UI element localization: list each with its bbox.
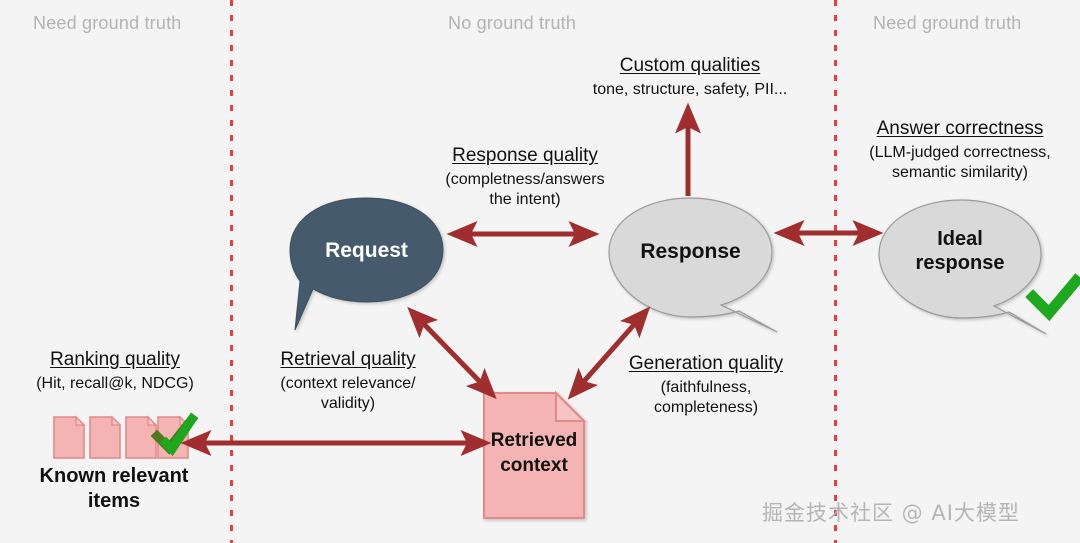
metric-response-quality-title: Response quality xyxy=(452,145,598,166)
metric-custom-qualities-title: Custom qualities xyxy=(619,55,761,76)
metric-answer-correctness-title: Answer correctness xyxy=(876,118,1044,139)
zone-header-center: No ground truth xyxy=(448,13,577,33)
metric-generation-quality-title: Generation quality xyxy=(628,353,784,374)
zone-header-left: Need ground truth xyxy=(33,13,182,33)
metric-custom-qualities-subtitle: tone, structure, safety, PII... xyxy=(592,81,788,99)
known-relevant-items-caption-line2: items xyxy=(87,490,141,512)
metric-retrieval-quality-subtitle-2: validity) xyxy=(320,394,376,412)
known-relevant-check-icon xyxy=(150,412,199,457)
metric-custom-qualities: Custom qualities tone, structure, safety… xyxy=(560,54,820,100)
metric-retrieval-quality-subtitle-1: (context relevance/ xyxy=(280,375,416,393)
node-ideal-response[interactable] xyxy=(878,199,1047,335)
metric-generation-quality-subtitle-2: completeness) xyxy=(653,398,759,416)
metric-ranking-quality: Ranking quality (Hit, recall@k, NDCG) xyxy=(5,348,225,394)
metric-ranking-quality-subtitle: (Hit, recall@k, NDCG) xyxy=(36,375,194,393)
metric-response-quality: Response quality (completness/answers th… xyxy=(405,144,645,209)
zone-header-right: Need ground truth xyxy=(873,13,1022,33)
known-relevant-items-caption: Known relevant items xyxy=(14,464,214,514)
node-retrieved-context-label-line2: context xyxy=(500,454,568,476)
known-doc-2 xyxy=(89,415,122,459)
known-doc-1 xyxy=(53,415,86,459)
metric-ranking-quality-title: Ranking quality xyxy=(50,349,180,370)
arrow-request-retrieved-context xyxy=(407,306,497,400)
metric-retrieval-quality-title: Retrieval quality xyxy=(280,349,416,370)
known-relevant-docs[interactable] xyxy=(53,412,199,459)
metric-generation-quality-subtitle-1: (faithfulness, xyxy=(660,379,752,397)
node-request[interactable] xyxy=(289,197,444,331)
metric-retrieval-quality: Retrieval quality (context relevance/ va… xyxy=(248,348,448,413)
known-doc-3 xyxy=(125,415,158,459)
metric-answer-correctness: Answer correctness (LLM-judged correctne… xyxy=(845,117,1075,182)
metric-response-quality-subtitle-2: the intent) xyxy=(489,190,561,208)
node-retrieved-context[interactable] xyxy=(483,390,587,519)
metric-answer-correctness-subtitle-1: (LLM-judged correctness, xyxy=(869,144,1051,162)
metric-answer-correctness-subtitle-2: semantic similarity) xyxy=(891,163,1028,181)
known-relevant-items-caption-line1: Known relevant xyxy=(39,465,189,487)
node-retrieved-context-label-line1: Retrieved xyxy=(490,430,578,451)
metric-response-quality-subtitle-1: (completness/answers xyxy=(445,171,605,189)
arrow-retrieved-context-response xyxy=(567,306,651,400)
node-retrieved-context-label: Retrieved context xyxy=(484,429,584,478)
node-response[interactable] xyxy=(608,197,778,333)
watermark: 掘金技术社区 @ AI大模型 xyxy=(762,501,1020,525)
metric-generation-quality: Generation quality (faithfulness, comple… xyxy=(606,352,806,417)
ideal-response-check-icon xyxy=(1025,273,1080,322)
